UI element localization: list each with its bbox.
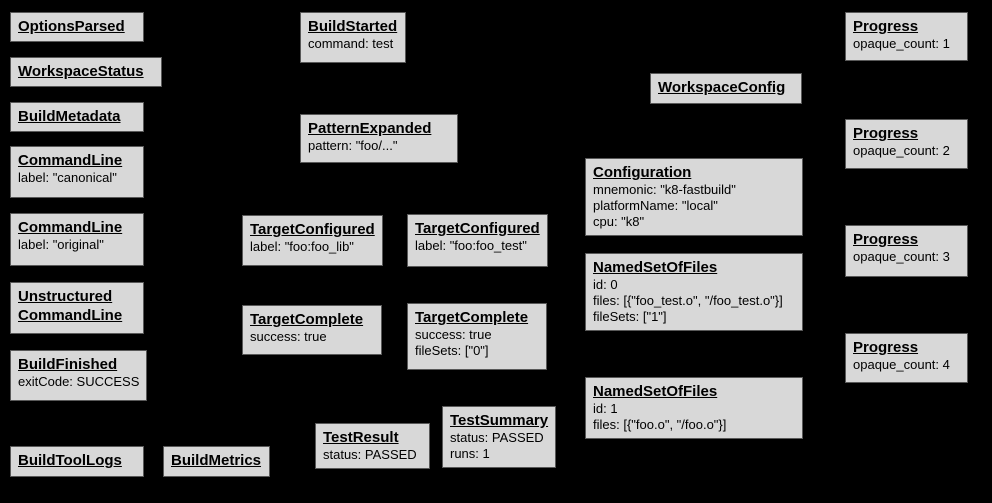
node-test-result: TestResult status: PASSED (315, 423, 430, 469)
node-title: Progress (853, 125, 919, 142)
node-title: OptionsParsed (18, 18, 125, 35)
node-attribute: runs: 1 (450, 446, 490, 461)
node-attribute: id: 1 (593, 401, 618, 416)
node-title: NamedSetOfFiles (593, 259, 718, 276)
node-attribute: label: "original" (18, 237, 104, 252)
node-attribute: opaque_count: 4 (853, 357, 950, 372)
node-attribute: label: "canonical" (18, 170, 117, 185)
node-title: WorkspaceConfig (658, 79, 786, 96)
node-title: TestResult (323, 429, 399, 446)
node-command-line-canonical: CommandLine label: "canonical" (10, 146, 144, 198)
node-target-complete-foo-lib: TargetComplete success: true (242, 305, 382, 355)
node-title: BuildStarted (308, 18, 398, 35)
node-title: CommandLine (18, 152, 123, 169)
node-attribute: opaque_count: 2 (853, 143, 950, 158)
node-title: BuildToolLogs (18, 452, 122, 469)
node-title: PatternExpanded (308, 120, 432, 137)
node-title: Unstructured CommandLine (18, 288, 123, 324)
node-configuration: Configuration mnemonic: "k8-fastbuild" p… (585, 158, 803, 236)
node-attribute: status: PASSED (450, 430, 544, 445)
node-title: Configuration (593, 164, 692, 181)
node-title: Progress (853, 339, 919, 356)
node-progress-3: Progress opaque_count: 3 (845, 225, 968, 277)
node-test-summary: TestSummary status: PASSED runs: 1 (442, 406, 557, 468)
node-build-started: BuildStarted command: test (300, 12, 406, 63)
node-attribute: cpu: "k8" (593, 214, 645, 229)
node-unstructured-command-line: Unstructured CommandLine (10, 282, 144, 334)
node-title: WorkspaceStatus (18, 63, 144, 80)
node-named-set-of-files-1: NamedSetOfFiles id: 1 files: [{"foo.o", … (585, 377, 803, 439)
node-target-complete-foo-test: TargetComplete success: true fileSets: [… (407, 303, 547, 370)
node-progress-1: Progress opaque_count: 1 (845, 12, 968, 61)
node-build-metrics: BuildMetrics (163, 446, 270, 477)
node-progress-2: Progress opaque_count: 2 (845, 119, 968, 169)
node-attribute: status: PASSED (323, 447, 417, 462)
node-named-set-of-files-0: NamedSetOfFiles id: 0 files: [{"foo_test… (585, 253, 803, 331)
node-attribute: label: "foo:foo_lib" (250, 239, 354, 254)
node-build-tool-logs: BuildToolLogs (10, 446, 144, 477)
node-title: TargetComplete (250, 311, 364, 328)
node-title: Progress (853, 18, 919, 35)
node-title: BuildMetadata (18, 108, 121, 125)
node-attribute: mnemonic: "k8-fastbuild" (593, 182, 736, 197)
node-attribute: fileSets: ["0"] (415, 343, 489, 358)
node-attribute: success: true (415, 327, 492, 342)
node-options-parsed: OptionsParsed (10, 12, 144, 42)
node-target-configured-foo-lib: TargetConfigured label: "foo:foo_lib" (242, 215, 383, 266)
node-title: TargetComplete (415, 309, 529, 326)
node-build-finished: BuildFinished exitCode: SUCCESS (10, 350, 148, 401)
node-target-configured-foo-test: TargetConfigured label: "foo:foo_test" (407, 214, 548, 267)
node-attribute: success: true (250, 329, 327, 344)
node-attribute: opaque_count: 3 (853, 249, 950, 264)
node-title: CommandLine (18, 219, 123, 236)
node-title: BuildFinished (18, 356, 118, 373)
node-attribute: files: [{"foo_test.o", "/foo_test.o"}] (593, 293, 783, 308)
node-attribute: fileSets: ["1"] (593, 309, 667, 324)
node-workspace-status: WorkspaceStatus (10, 57, 162, 87)
node-workspace-config: WorkspaceConfig (650, 73, 802, 104)
node-build-metadata: BuildMetadata (10, 102, 144, 132)
node-attribute: exitCode: SUCCESS (18, 374, 140, 389)
node-attribute: id: 0 (593, 277, 618, 292)
node-title: TestSummary (450, 412, 549, 429)
node-attribute: pattern: "foo/..." (308, 138, 398, 153)
node-title: TargetConfigured (250, 221, 375, 238)
node-command-line-original: CommandLine label: "original" (10, 213, 144, 266)
node-attribute: label: "foo:foo_test" (415, 238, 527, 253)
node-title: BuildMetrics (171, 452, 262, 469)
node-attribute: opaque_count: 1 (853, 36, 950, 51)
node-title: Progress (853, 231, 919, 248)
node-progress-4: Progress opaque_count: 4 (845, 333, 968, 383)
node-attribute: command: test (308, 36, 394, 51)
node-title: TargetConfigured (415, 220, 540, 237)
node-pattern-expanded: PatternExpanded pattern: "foo/..." (300, 114, 458, 163)
node-attribute: platformName: "local" (593, 198, 718, 213)
node-attribute: files: [{"foo.o", "/foo.o"}] (593, 417, 727, 432)
node-title: NamedSetOfFiles (593, 383, 718, 400)
